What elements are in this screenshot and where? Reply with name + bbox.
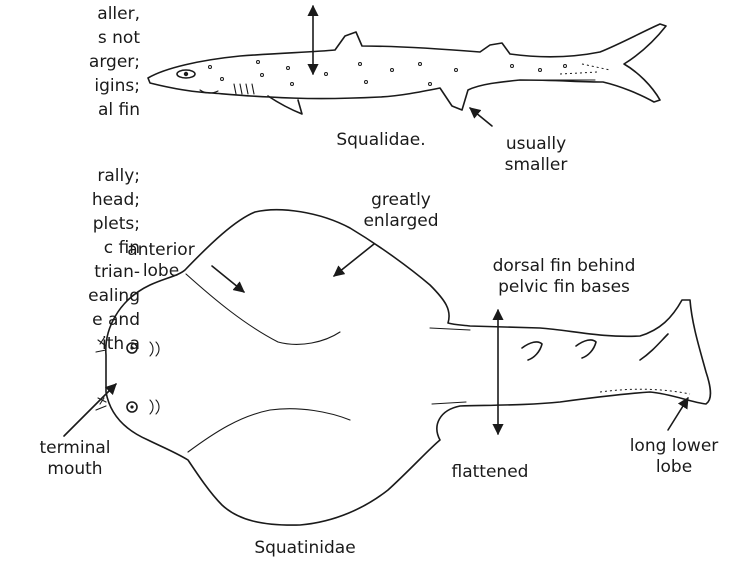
label-long-lower-lobe: long lower lobe: [606, 436, 742, 478]
squalidae-shark-drawing: [148, 6, 666, 126]
label-greatly-enlarged: greatly enlarged: [336, 190, 466, 232]
label-squatinidae: Squatinidae: [230, 538, 380, 559]
label-usually-smaller: usually smaller: [456, 134, 616, 176]
label-terminal-mouth: terminal mouth: [10, 438, 140, 480]
label-flattened: flattened: [420, 462, 560, 483]
label-anterior-lobe: anterior lobe: [106, 240, 216, 282]
label-dorsal-fin-behind-pelvic: dorsal fin behind pelvic fin bases: [464, 256, 664, 298]
label-squalidae: Squalidae.: [306, 130, 456, 151]
